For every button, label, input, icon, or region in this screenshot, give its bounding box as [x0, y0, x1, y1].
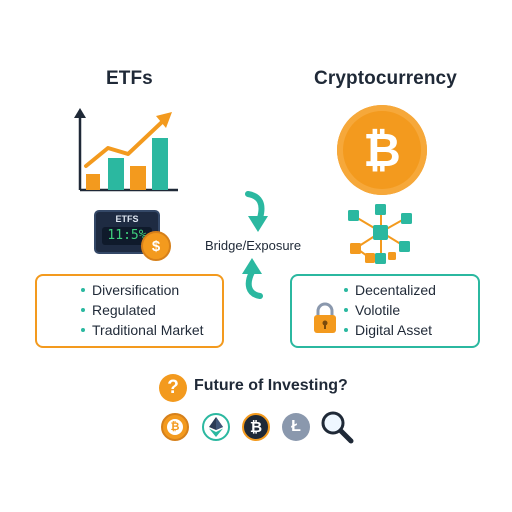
bullet-dot [81, 328, 85, 332]
bitcoin-large-icon: ₿ [337, 105, 427, 195]
question-icon: ? [159, 374, 187, 402]
bullet-dot [81, 288, 85, 292]
bullet-dot [344, 288, 348, 292]
ethereum-icon [202, 413, 230, 441]
bitcoin-orange-icon: ₿ [161, 413, 189, 441]
etf-feature-item: Diversification [81, 280, 204, 300]
arrow-down-curved-icon [245, 191, 268, 232]
crypto-feature-item: Digital Asset [344, 320, 436, 340]
crypto-title: Cryptocurrency [314, 68, 457, 89]
blockchain-icon [348, 204, 412, 264]
crypto-features-box: Decentalized Volotile Digital Asset [290, 274, 480, 348]
magnifier-icon [321, 411, 354, 444]
bitcoin-dark-icon: ₿ [242, 413, 270, 441]
litecoin-icon: Ł [282, 413, 310, 441]
etf-feature-item: Regulated [81, 300, 204, 320]
bridge-label: Bridge/Exposure [205, 238, 302, 253]
etf-screen-value: 11:5% [102, 227, 152, 245]
dollar-coin-icon: $ [141, 231, 171, 261]
future-label: Future of Investing? [194, 377, 348, 394]
bullet-dot [344, 308, 348, 312]
arrow-up-curved-icon [242, 258, 263, 299]
crypto-feature-item: Decentalized [344, 280, 436, 300]
etf-features-box: Diversification Regulated Traditional Ma… [35, 274, 224, 348]
etf-feature-list: Diversification Regulated Traditional Ma… [81, 280, 204, 340]
bullet-dot [81, 308, 85, 312]
growth-chart-icon [74, 108, 178, 192]
etf-feature-item: Traditional Market [81, 320, 204, 340]
etf-title: ETFs [106, 68, 153, 89]
lock-icon [314, 302, 336, 333]
etf-screen-label: ETFS [115, 214, 139, 224]
crypto-feature-list: Decentalized Volotile Digital Asset [344, 280, 436, 340]
crypto-feature-item: Volotile [344, 300, 436, 320]
bitcoin-symbol: ₿ [345, 113, 419, 187]
bullet-dot [344, 328, 348, 332]
